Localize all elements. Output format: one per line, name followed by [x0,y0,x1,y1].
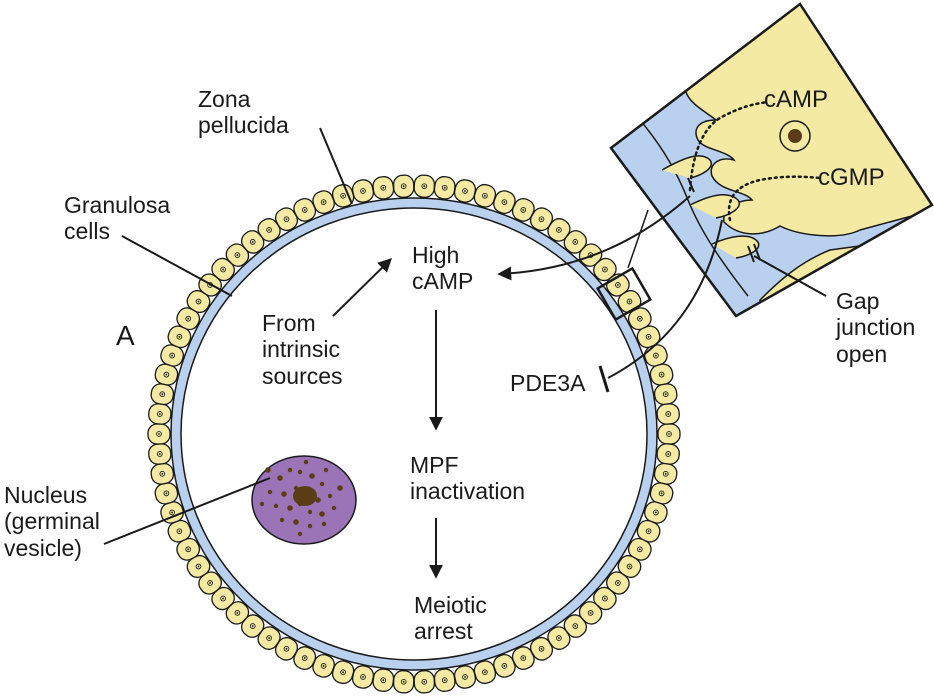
granulosa-cell [160,501,184,524]
granulosa-cell [392,174,415,198]
zoom-source-box [595,266,653,322]
granulosa-cell [433,668,456,692]
high-camp-label: High cAMP [412,242,474,295]
granulosa-leader [121,235,233,297]
gap-junction-label: Gap junction open [836,288,916,367]
chromatin-dot [327,493,333,499]
nucleus-leader [103,477,271,545]
granulosa-cell [563,230,588,254]
chromatin-dot [337,485,343,491]
camp-transfer-arrow [497,195,691,281]
inhibition-bar [598,365,610,393]
granulosa-cell [649,363,674,386]
granulosa-cell [351,665,375,689]
chromatin-dot [279,517,285,523]
chromatin-dot [297,531,303,537]
gap-junction-leader [753,255,827,297]
granulosa-cell [653,383,678,406]
granulosa-cell [656,443,680,465]
granulosa-cell [211,586,235,611]
granulosa-cell [372,176,395,200]
chromatin-dot [307,509,313,515]
granulosa-cell [147,423,171,445]
zona-pellucida-label: Zona pellucida [198,86,289,139]
granulosa-cell [225,601,250,625]
chromatin-dot [309,473,315,479]
granulosa-cell [331,660,355,685]
oocyte [180,207,648,661]
granulosa-cell [148,443,172,465]
chromatin-dot [287,467,293,473]
granulosa-cell [225,243,250,267]
chromatin-dot [307,523,313,529]
granulosa-cell-layer [147,174,681,694]
inset-frame [609,2,934,318]
chromatin-dot [259,501,265,507]
chromatin-dot [273,503,279,509]
granulosa-cell [453,179,477,203]
granulosa-cell [240,614,265,638]
chromatin-dot [293,519,299,525]
granulosa-cell [167,519,192,543]
chromatin-dot [287,505,293,511]
mpf-inactivation-label: MPF inactivation [410,452,526,505]
chromatin-dot [315,497,321,503]
chromatin-dot [303,459,309,465]
granulosa-cell [150,462,175,485]
cgmp-diffusion-path [727,175,822,222]
granulosa-cell [240,230,265,254]
camp-label: cAMP [764,86,829,113]
granulosa-cell [433,176,456,200]
chromatin-dot [267,489,273,495]
chromatin-dot [321,521,327,527]
chromatin-dot [277,475,283,481]
granulosa-cell [372,668,395,692]
granulosa-cell [351,179,375,203]
camp-diffusion-path [688,100,770,192]
granulosa-cell [453,665,477,689]
chromatin-dot [297,469,303,475]
chromatin-dot [319,481,325,487]
chromatin-dot [265,467,271,473]
chromatin-dots [259,459,343,537]
chromatin-dot [331,505,337,511]
meiotic-arrest-label: Meiotic arrest [414,592,487,645]
cgmp-inhibition-line [607,219,723,379]
chromatin-dot [281,491,287,497]
granulosa-cell [392,670,415,694]
pde3a-label: PDE3A [510,370,586,396]
granulosa-cell [653,462,678,485]
cgmp-label: cGMP [818,164,885,191]
granulosa-cells-label: Granulosa cells [64,192,171,245]
panel-letter: A [116,320,135,351]
granulosa-cell [413,174,436,198]
chromatin-dot [323,467,329,473]
granulosa-cell [413,670,436,694]
zona-leader [319,127,353,205]
intrinsic-arrow [332,258,392,317]
chromatin-mass [293,486,317,506]
chromatin-dot [319,511,325,517]
granulosa-cell [656,403,680,425]
granulosa-cell [176,307,201,331]
nucleus-label: Nucleus (germinal vesicle) [4,482,100,561]
granulosa-cell [150,383,175,406]
granulosa-cell [657,423,681,445]
from-intrinsic-label: From intrinsic sources [262,310,343,389]
granulosa-cell [148,403,172,425]
zoom-line-upper [627,209,649,269]
